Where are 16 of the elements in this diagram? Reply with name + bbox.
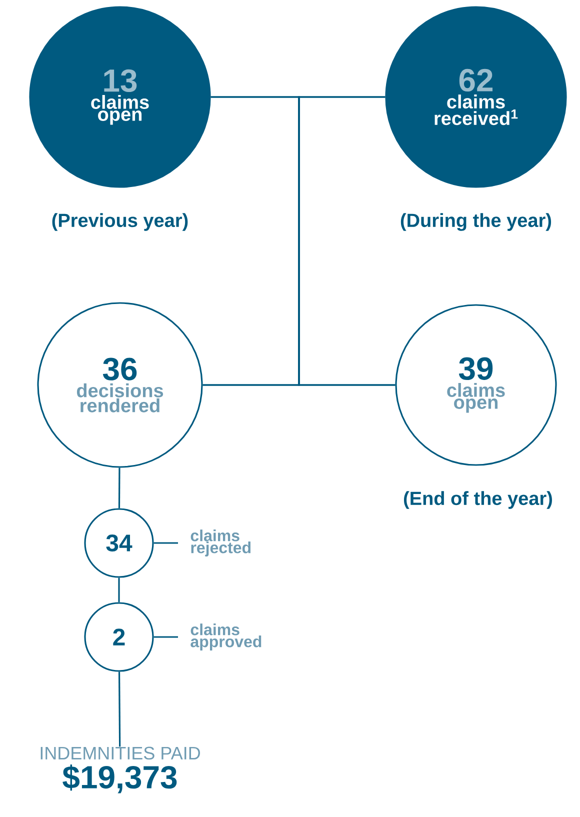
year-caption: (Previous year) (52, 213, 188, 231)
status-label: claims approved (190, 624, 262, 650)
connector-line (118, 468, 120, 508)
connector-line (118, 578, 120, 602)
connector-line (298, 96, 396, 386)
status-label: claims rejected (190, 530, 250, 556)
circle-badge: 39 claims open (395, 304, 557, 466)
circle-badge: 62 claims received$^{1}$ (385, 6, 567, 188)
connector-line (154, 636, 178, 638)
year-caption: (During the year) (400, 213, 552, 231)
circle-badge: 13 claims open (29, 6, 211, 188)
connector-line (118, 672, 121, 747)
total-amount: INDEMNITIES PAID $19,373 (40, 746, 200, 794)
circle-badge: 36 decisions rendered (37, 302, 203, 468)
connector-line (154, 542, 178, 544)
year-caption: (End of the year) (404, 491, 552, 509)
